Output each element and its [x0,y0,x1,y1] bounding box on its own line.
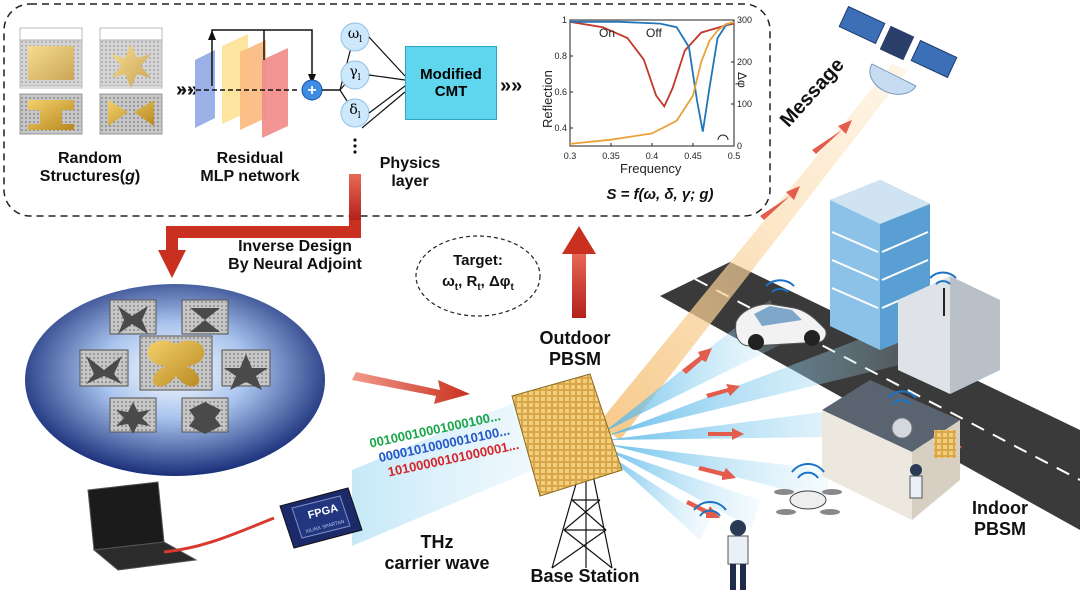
chart-axis-marker [717,134,729,141]
arrow-icon: »» [500,75,522,97]
chart-x-tick-label: 0.3 [564,151,577,161]
chart-x-tick-label: 0.5 [728,151,741,161]
designed-structures-oval [25,284,325,476]
reflection-chart: 0.3 0.35 0.4 0.45 0.5 0.4 0.6 0.8 1 0 100 200 300 [554,15,752,161]
gamma-node: γl [349,64,361,83]
house [822,380,960,520]
modified-cmt-box: Modified CMT [405,46,497,120]
chart-x-tick-label: 0.35 [602,151,620,161]
inverse-design-arrow [158,174,361,278]
delta-node: δl [349,102,361,121]
inverse-design-label: Inverse Design By Neural Adjoint [228,238,362,274]
physics-layer-image [339,22,406,154]
chart-series-line [569,20,735,109]
plus-symbol: + [307,82,316,99]
arrow-icon: »» [176,79,198,101]
chart-y2-tick-label: 0 [737,141,742,151]
chart-ylabel: Reflection [540,70,555,128]
chart-y2-tick-label: 100 [737,99,752,109]
chart-y-tick-label: 1 [562,15,567,25]
chart-y-tick-label: 0.8 [554,51,567,61]
random-structures-image [19,27,163,135]
chart-series-line [569,21,735,145]
outdoor-pbsm-panel [511,373,623,497]
indoor-pbsm-label: Indoor PBSM [972,498,1028,539]
formula: S = f(ω, δ, γ; g) [606,186,714,203]
thz-label: THz carrier wave [384,532,490,573]
message-arrows [760,120,852,220]
chart-x-tick-label: 0.45 [684,151,702,161]
chart-y2-tick-label: 200 [737,57,752,67]
low-building [898,271,1000,394]
chart-annotation-off: Off [646,26,662,40]
chart-y-tick-label: 0.4 [554,123,567,133]
car-icon [735,279,827,350]
top-panel-border [3,3,771,217]
chart-series-line [570,20,735,132]
chart-y-tick-label: 0.6 [554,87,567,97]
satellite-beam [598,64,908,440]
random-structures-label: Random Structures(g) [39,150,141,186]
satellite-icon [838,5,958,95]
residual-mlp-image [180,29,340,138]
chart-xlabel: Frequency [620,161,682,176]
target-text: Target: ωt, Rt, Δφt [442,252,514,294]
omega-node: ωl [347,26,363,45]
up-arrow [562,226,596,318]
outdoor-pbsm-label: Outdoor PBSM [539,328,611,369]
base-station-tower [551,469,613,569]
fpga-board [279,487,363,549]
residual-mlp-label: Residual MLP network [200,150,300,186]
drone-icon [774,463,842,515]
design-to-pbsm-arrow [352,372,470,404]
person-icon [693,501,749,590]
chart-y2label: Δφ [735,72,749,88]
chart-x-tick-label: 0.4 [646,151,659,161]
base-station-label: Base Station [530,566,640,586]
target-oval [415,235,541,317]
laptop-icon [87,481,275,571]
chart-annotation-on: On [599,26,616,40]
chart-y2-tick-label: 300 [737,15,752,25]
physics-layer-label: Physics layer [379,155,441,191]
